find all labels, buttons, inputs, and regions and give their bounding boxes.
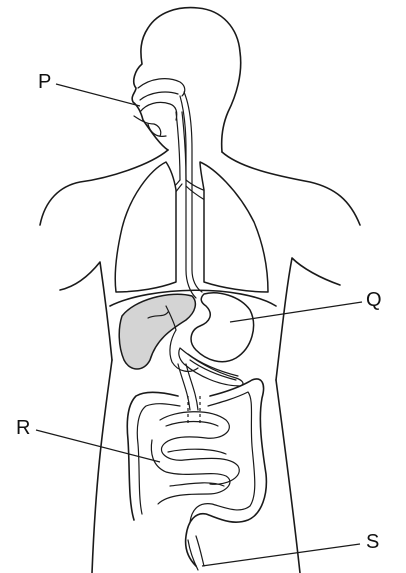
diaphragm [109,289,277,307]
intestine-dashed-segment [187,396,201,424]
label-p: P [38,71,51,93]
lungs [114,161,269,293]
oesophagus-right-wall [183,91,203,293]
leader-line-r [35,429,161,463]
left-lung [114,161,177,293]
leader-line-q [229,301,363,323]
right-lung [199,161,269,293]
body-outline [39,6,361,573]
trachea-right [181,111,187,181]
leader-line-s [201,543,361,567]
stomach [190,292,255,363]
palate [139,91,179,101]
lower-lip [133,115,162,137]
leader-line-p [55,83,141,107]
left-arm-inner [59,261,113,361]
small-intestine-coil-3 [165,420,227,487]
tongue [139,101,178,121]
label-s: S [366,531,379,553]
small-intestine [150,411,240,505]
label-r: R [16,417,30,439]
small-intestine-coil-2 [150,439,231,505]
label-q: Q [366,289,382,311]
right-torso-side [275,379,301,573]
pancreas-lines [187,353,239,381]
head-outline [131,6,242,153]
right-arm-inner [275,257,341,381]
large-intestine [126,378,268,567]
intestine-connector [177,363,199,411]
small-intestine-coil-1 [159,411,240,485]
liver [118,293,197,370]
duodenum [169,329,199,372]
jaw-line [147,123,167,137]
oesophagus-left-wall [179,95,197,299]
left-torso-side [91,359,113,573]
trachea-left [175,111,181,181]
right-shoulder-outline [221,151,361,226]
gall-bladder [147,305,177,331]
left-shoulder-outline [39,149,169,226]
rectum [187,535,205,571]
large-intestine-inner [136,391,256,523]
